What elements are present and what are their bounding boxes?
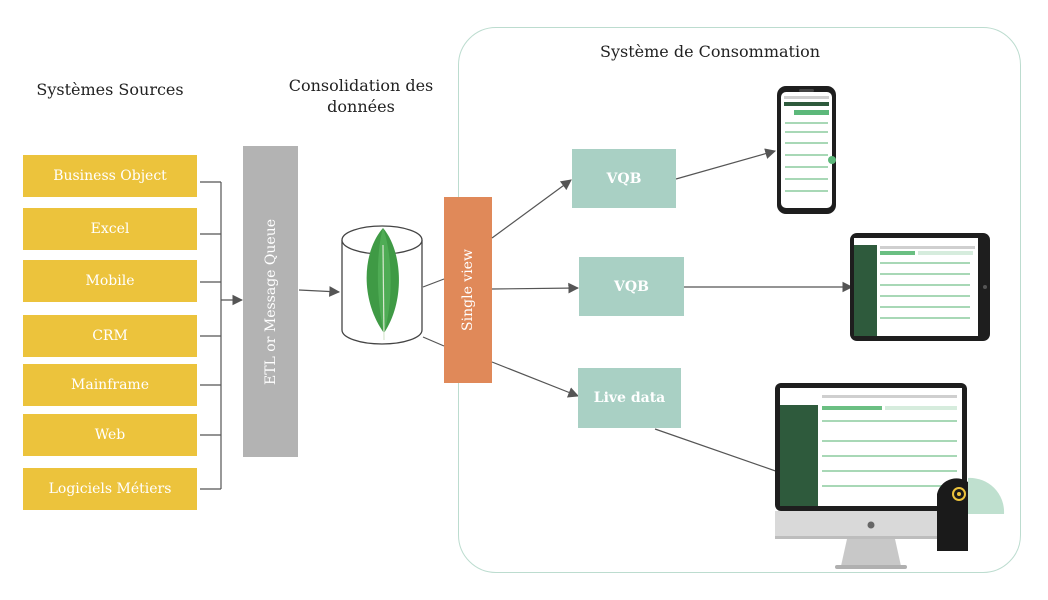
consumer-label: VQB: [606, 170, 642, 187]
consumer-box-vqb-2: VQB: [579, 257, 684, 316]
source-label: Logiciels Métiers: [48, 481, 172, 497]
arrow-to-monitor: [654, 428, 789, 477]
arrow-to-vqb-1: [491, 179, 572, 239]
line-db-to-single-view: [422, 278, 445, 288]
source-label: Business Object: [53, 168, 167, 184]
consumer-label: VQB: [614, 278, 649, 295]
arrow-to-phone: [675, 148, 777, 180]
consumer-box-live-data: Live data: [578, 368, 681, 428]
arrow-to-vqb-2: [491, 282, 580, 294]
single-view-bar: Single view: [444, 197, 492, 383]
line-db-to-single-view-lower: [422, 336, 445, 347]
source-box-mainframe: Mainframe: [23, 364, 197, 406]
consumer-label: Live data: [593, 390, 666, 406]
source-box-crm: CRM: [23, 315, 197, 357]
mongodb-leaf-icon: [341, 225, 423, 345]
source-bracket: [200, 181, 222, 490]
source-label: Excel: [90, 221, 130, 237]
arrow-to-database: [298, 286, 341, 297]
consumption-heading: Système de Consommation: [599, 42, 821, 61]
source-label: CRM: [92, 328, 128, 344]
source-box-business-object: Business Object: [23, 155, 197, 197]
tablet-mockup-icon: [850, 233, 990, 341]
etl-bar: ETL or Message Queue: [243, 146, 298, 457]
desktop-monitor-mockup-icon: [775, 383, 1005, 569]
source-label: Mobile: [85, 273, 135, 289]
consolidation-heading: Consolidation des données: [288, 76, 434, 116]
source-box-mobile: Mobile: [23, 260, 197, 302]
source-box-excel: Excel: [23, 208, 197, 250]
source-box-web: Web: [23, 414, 197, 456]
source-label: Mainframe: [71, 377, 149, 393]
source-box-logiciels-metiers: Logiciels Métiers: [23, 468, 197, 510]
arrow-to-live-data: [491, 361, 580, 398]
sources-heading: Systèmes Sources: [36, 80, 184, 99]
source-label: Web: [94, 427, 126, 443]
consumer-box-vqb-1: VQB: [572, 149, 676, 208]
smartphone-mockup-icon: [777, 86, 836, 214]
